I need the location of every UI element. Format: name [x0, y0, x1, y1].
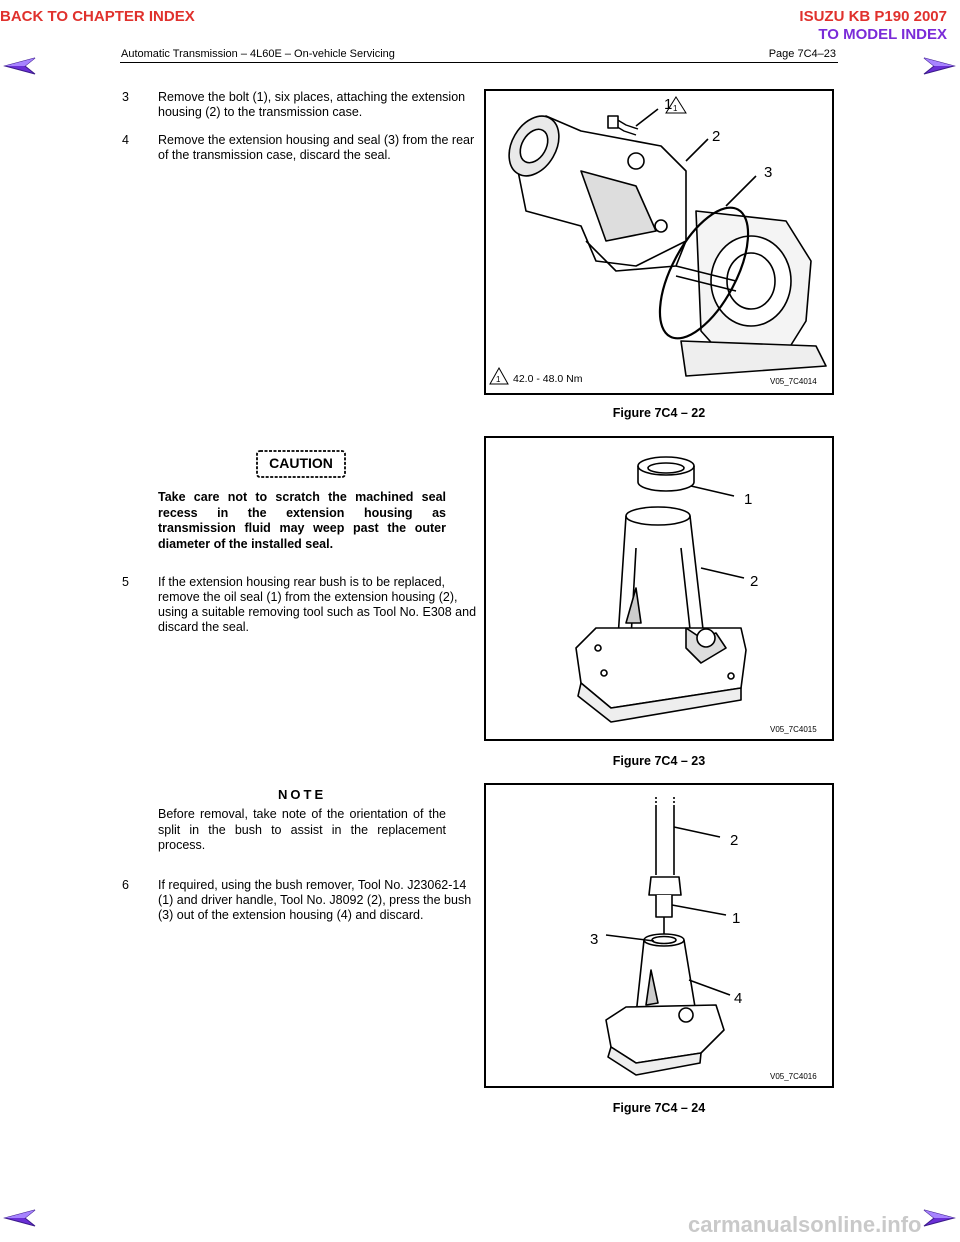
step-text: If required, using the bush remover, Too…: [158, 878, 472, 922]
watermark: carmanualsonline.info: [688, 1212, 922, 1237]
right-arrow-icon[interactable]: [922, 1208, 956, 1228]
figure-7c4-22: 1 1 2 3 1 42.0 - 48.0 Nm V05_7C4014: [484, 89, 834, 395]
page-number: Page 7C4–23: [768, 48, 836, 60]
step-number: 4: [122, 133, 129, 147]
header-rule: [120, 62, 838, 63]
torque-ref: 1: [673, 104, 678, 113]
left-arrow-icon[interactable]: [3, 1208, 37, 1228]
left-arrow-icon[interactable]: [3, 56, 37, 76]
extension-housing-removal-illustration: 1 1 2 3 1 42.0 - 48.0 Nm V05_7C4014: [489, 96, 827, 386]
step-text: Remove the bolt (1), six places, attachi…: [158, 90, 466, 119]
step-number: 3: [122, 90, 129, 104]
figure-code: V05_7C4015: [770, 725, 817, 734]
torque-triangle-icon: [665, 96, 687, 114]
step-5: 5 If the extension housing rear bush is …: [122, 575, 482, 639]
section-title: Automatic Transmission – 4L60E – On-vehi…: [121, 48, 395, 60]
note-label: NOTE: [278, 787, 327, 802]
step-6: 6 If required, using the bush remover, T…: [122, 878, 482, 942]
figure-7c4-23: 1 2 V05_7C4015: [484, 436, 834, 741]
step-number: 6: [122, 878, 129, 892]
step-3: 3 Remove the bolt (1), six places, attac…: [122, 90, 482, 122]
figure-7c4-24: 2 1 3 4 V05_7C4016: [484, 783, 834, 1088]
torque-ref: 1: [496, 375, 501, 384]
to-model-index-link[interactable]: TO MODEL INDEX: [818, 26, 947, 43]
bush-removal-illustration: 2 1 3 4 V05_7C4016: [590, 797, 817, 1081]
figure-code: V05_7C4016: [770, 1072, 817, 1081]
callout-2: 2: [730, 832, 738, 849]
caution-label-frame: [256, 450, 346, 478]
torque-triangle-icon: [489, 366, 509, 385]
step-text: If the extension housing rear bush is to…: [158, 575, 477, 634]
oil-seal-removal-illustration: 1 2 V05_7C4015: [575, 456, 817, 734]
figure-caption: Figure 7C4 – 23: [612, 754, 706, 768]
step-4: 4 Remove the extension housing and seal …: [122, 133, 482, 165]
figure-caption: Figure 7C4 – 24: [612, 1101, 706, 1115]
figure-code: V05_7C4014: [770, 377, 817, 386]
callout-2: 2: [712, 128, 720, 145]
model-title: ISUZU KB P190 2007: [799, 8, 947, 25]
caution-text: Take care not to scratch the machined se…: [158, 490, 446, 551]
back-to-chapter-index-link[interactable]: BACK TO CHAPTER INDEX: [0, 8, 195, 25]
figure-caption: Figure 7C4 – 22: [612, 406, 706, 420]
callout-1: 1: [744, 491, 752, 508]
callout-3: 3: [590, 931, 598, 948]
note-text: Before removal, take note of the orienta…: [158, 807, 446, 852]
step-text: Remove the extension housing and seal (3…: [158, 133, 475, 162]
right-arrow-icon[interactable]: [922, 56, 956, 76]
caution-label: CAUTION: [269, 455, 333, 471]
callout-2: 2: [750, 573, 758, 590]
callout-3: 3: [764, 164, 772, 181]
torque-spec: 42.0 - 48.0 Nm: [513, 373, 583, 385]
step-number: 5: [122, 575, 129, 589]
callout-4: 4: [734, 990, 742, 1007]
callout-1: 1: [732, 910, 740, 927]
callout-1: 1: [664, 96, 672, 113]
